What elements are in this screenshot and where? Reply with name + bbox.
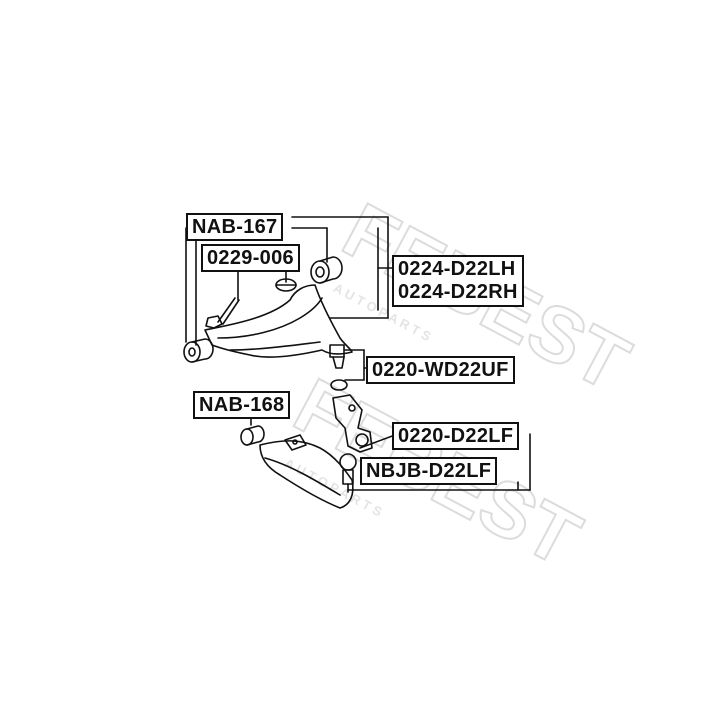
part-label-0229-006: 0229-006 bbox=[201, 244, 300, 272]
cam-bolt bbox=[205, 278, 297, 329]
leader-0220lf bbox=[347, 433, 531, 491]
upper-ball-joint bbox=[329, 344, 348, 391]
lower-control-arm bbox=[259, 434, 354, 509]
bushing-lower bbox=[240, 425, 265, 446]
part-label-0220-wd22uf: 0220-WD22UF bbox=[366, 356, 515, 384]
leader-0224 bbox=[377, 227, 393, 311]
part-label-0224-d22rh: 0224-D22RH bbox=[398, 281, 518, 303]
upper-control-arm bbox=[204, 284, 353, 358]
lower-ball-joint bbox=[339, 453, 357, 493]
part-label-0224-d22lh: 0224-D22LH bbox=[398, 258, 516, 280]
watermark: FEBEST A U T O P A R T S FEBEST A U T O … bbox=[280, 185, 644, 584]
part-label-0224: 0224-D22LH 0224-D22RH bbox=[392, 255, 524, 307]
bushing-top bbox=[310, 256, 343, 284]
leader-0229 bbox=[237, 269, 287, 301]
bushing-front bbox=[183, 338, 214, 363]
steering-knuckle bbox=[332, 394, 373, 453]
part-label-nbjb-d22lf: NBJB-D22LF bbox=[360, 457, 498, 485]
part-label-nab-167: NAB-167 bbox=[186, 213, 284, 241]
part-label-nab-168: NAB-168 bbox=[193, 391, 291, 419]
part-label-0220-d22lf: 0220-D22LF bbox=[392, 422, 520, 450]
